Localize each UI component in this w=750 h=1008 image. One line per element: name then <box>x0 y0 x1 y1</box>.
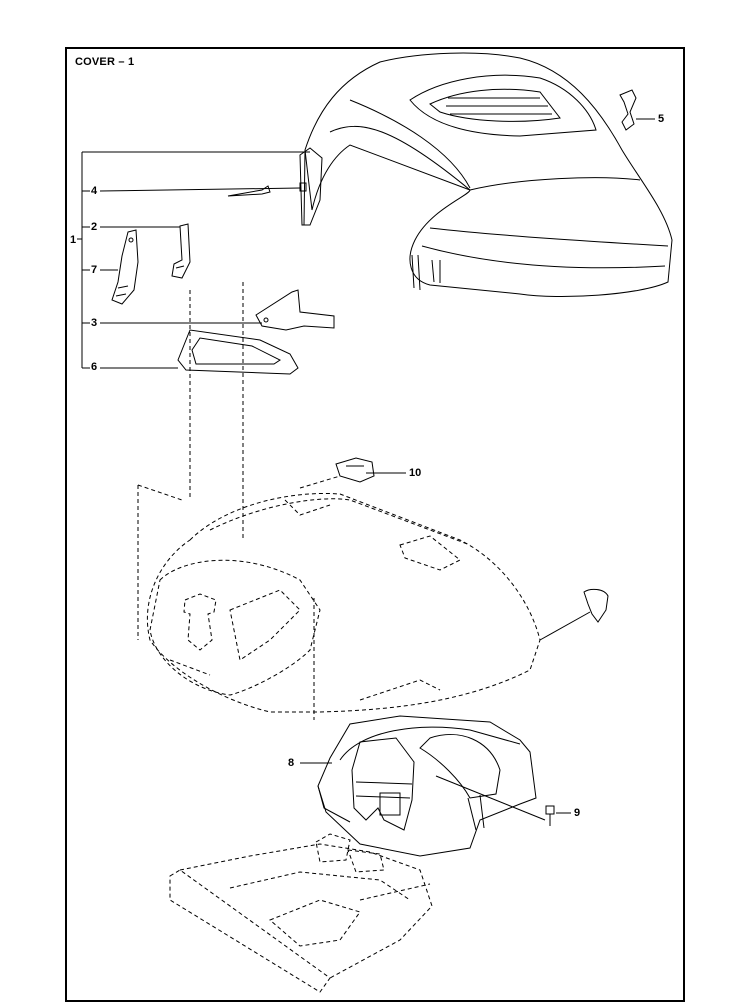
lower-tray <box>169 833 433 993</box>
chassis-outline <box>137 282 541 720</box>
callout-3: 3 <box>91 317 98 329</box>
diagram-frame <box>65 47 685 1002</box>
part-5-clip <box>619 89 637 131</box>
part-6-panel <box>177 329 299 375</box>
leader-4 <box>99 187 301 192</box>
callout-5: 5 <box>658 113 665 125</box>
callout-1-bracket <box>77 151 310 369</box>
callout-2: 2 <box>91 221 98 233</box>
callout-9: 9 <box>574 807 581 819</box>
part-8-cover <box>317 715 546 857</box>
callout-10: 10 <box>409 467 422 479</box>
top-cover <box>299 52 673 298</box>
side-clip <box>539 588 609 641</box>
callout-8: 8 <box>288 757 295 769</box>
part-9-screw <box>545 805 555 826</box>
callout-4: 4 <box>91 185 98 197</box>
callout-1: 1 <box>70 234 77 246</box>
part-4-pin <box>227 185 271 197</box>
callout-7: 7 <box>91 264 98 276</box>
part-2-bracket <box>171 223 191 279</box>
callout-6: 6 <box>91 361 98 373</box>
part-3-plate <box>255 289 335 331</box>
page-title: COVER – 1 <box>75 56 135 68</box>
part-10-cap <box>335 457 375 483</box>
part-7-hinge <box>111 229 139 305</box>
